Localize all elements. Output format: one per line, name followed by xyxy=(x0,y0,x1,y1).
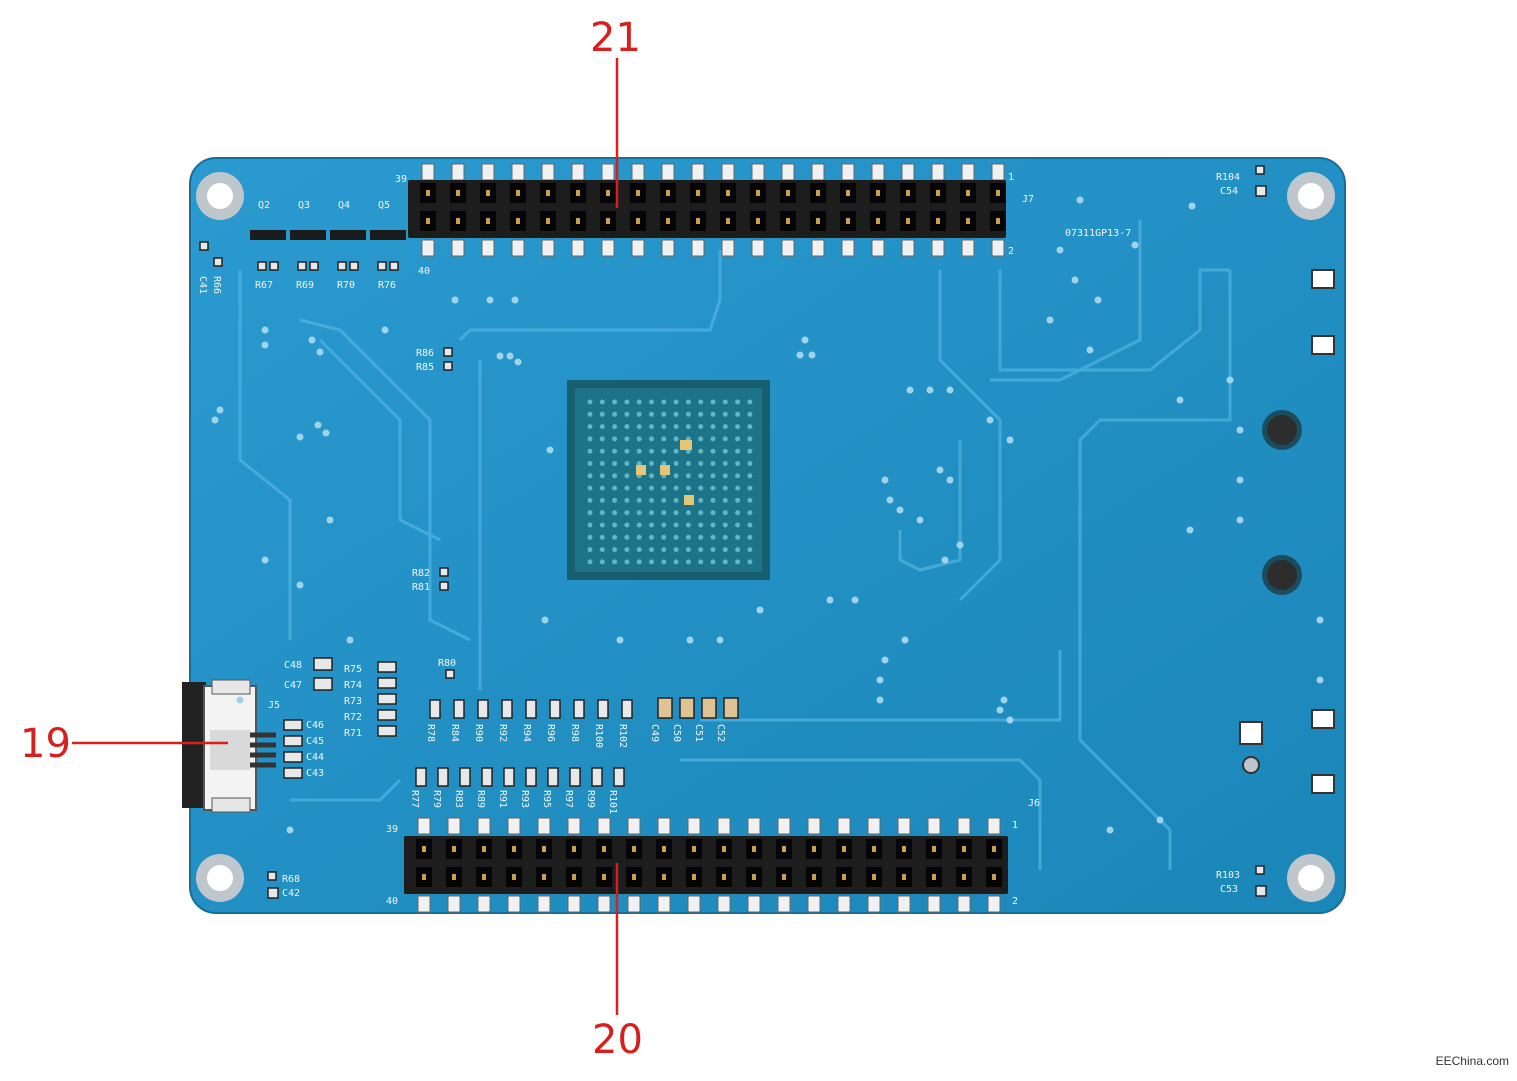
mounting-holes xyxy=(196,172,1335,902)
transistors xyxy=(250,230,406,240)
j5-ref-label: J5 xyxy=(268,700,280,711)
row-upper-label: C51 xyxy=(693,724,704,742)
capacitor-label: C47 xyxy=(284,680,302,691)
j7-ref-label: J7 xyxy=(1022,194,1034,205)
resistor-label: R73 xyxy=(344,696,362,707)
row-lower-label: R79 xyxy=(431,790,442,808)
row-lower-label: R95 xyxy=(541,790,552,808)
row-upper-label: R90 xyxy=(473,724,484,742)
header-j6 xyxy=(404,817,1008,913)
resistor-label: R67 xyxy=(255,280,273,291)
j6-pin-label-1: 1 xyxy=(1012,820,1018,831)
j7-pin-label-39: 39 xyxy=(395,174,407,185)
resistor-label: R75 xyxy=(344,664,362,675)
edge-pads xyxy=(1239,269,1335,794)
corner-label: R68 xyxy=(282,874,300,885)
resistor-label: R85 xyxy=(416,362,434,373)
row-lower-label: R91 xyxy=(497,790,508,808)
resistor-label: R82 xyxy=(412,568,430,579)
resistor-label: R72 xyxy=(344,712,362,723)
capacitor-label: C46 xyxy=(306,720,324,731)
row-lower-label: R97 xyxy=(563,790,574,808)
row-upper-label: R102 xyxy=(617,724,628,748)
watermark: EEChina.com xyxy=(1435,1054,1509,1068)
row-lower-label: R77 xyxy=(409,790,420,808)
capacitor-label: C48 xyxy=(284,660,302,671)
resistor-label: R71 xyxy=(344,728,362,739)
j6-ref-label: J6 xyxy=(1028,798,1040,809)
part-label: C41 xyxy=(197,276,208,294)
row-lower-label: R89 xyxy=(475,790,486,808)
row-upper-label: C50 xyxy=(671,724,682,742)
callout-left-number: 19 xyxy=(20,721,71,767)
row-upper-label: C49 xyxy=(649,724,660,742)
j7-part-marking: 07311GP13-7 xyxy=(1065,228,1131,239)
resistor-label: R74 xyxy=(344,680,362,691)
capacitor-label: C45 xyxy=(306,736,324,747)
transistor-label: Q5 xyxy=(378,200,390,211)
j7-pin-label-1: 1 xyxy=(1008,172,1014,183)
corner-label: C54 xyxy=(1220,186,1238,197)
j6-pin-label-40: 40 xyxy=(386,896,398,907)
row-upper-label: R94 xyxy=(521,724,532,742)
header-j7 xyxy=(408,163,1006,257)
connector-j5 xyxy=(182,679,276,813)
row-upper-label: R78 xyxy=(425,724,436,742)
j6-pin-label-39: 39 xyxy=(386,824,398,835)
transistor-label: Q4 xyxy=(338,200,350,211)
corner-label: R103 xyxy=(1216,870,1240,881)
row-lower-label: R101 xyxy=(607,790,618,814)
row-lower-label: R93 xyxy=(519,790,530,808)
callout-top-number: 21 xyxy=(590,15,641,61)
transistor-label: Q3 xyxy=(298,200,310,211)
row-upper-label: R100 xyxy=(593,724,604,748)
resistor-label: R86 xyxy=(416,348,434,359)
copper-traces xyxy=(238,220,1232,870)
corner-label: C42 xyxy=(282,888,300,899)
transistor-label: Q2 xyxy=(258,200,270,211)
j6-pin-label-2: 2 xyxy=(1012,896,1018,907)
j7-pin-label-40: 40 xyxy=(418,266,430,277)
row-lower-label: R83 xyxy=(453,790,464,808)
corner-label: C53 xyxy=(1220,884,1238,895)
part-label: R66 xyxy=(211,276,222,294)
row-upper-label: R98 xyxy=(569,724,580,742)
row-upper-label: R92 xyxy=(497,724,508,742)
row-upper-label: C52 xyxy=(715,724,726,742)
j7-pin-label-2: 2 xyxy=(1008,246,1014,257)
resistor-label: R81 xyxy=(412,582,430,593)
row-upper-label: R96 xyxy=(545,724,556,742)
corner-label: R104 xyxy=(1216,172,1240,183)
small-vias xyxy=(211,196,1324,834)
resistor-label: R70 xyxy=(337,280,355,291)
bga-footprint xyxy=(567,380,770,580)
row-upper-label: R84 xyxy=(449,724,460,742)
capacitor-label: C43 xyxy=(306,768,324,779)
smd-components xyxy=(199,165,1267,899)
resistor-label: R80 xyxy=(438,658,456,669)
callout-bottom-number: 20 xyxy=(592,1017,643,1063)
callout-lines xyxy=(72,58,619,1015)
resistor-label: R69 xyxy=(296,280,314,291)
row-lower-label: R99 xyxy=(585,790,596,808)
capacitor-label: C44 xyxy=(306,752,324,763)
large-vias xyxy=(1262,410,1302,595)
resistor-label: R76 xyxy=(378,280,396,291)
